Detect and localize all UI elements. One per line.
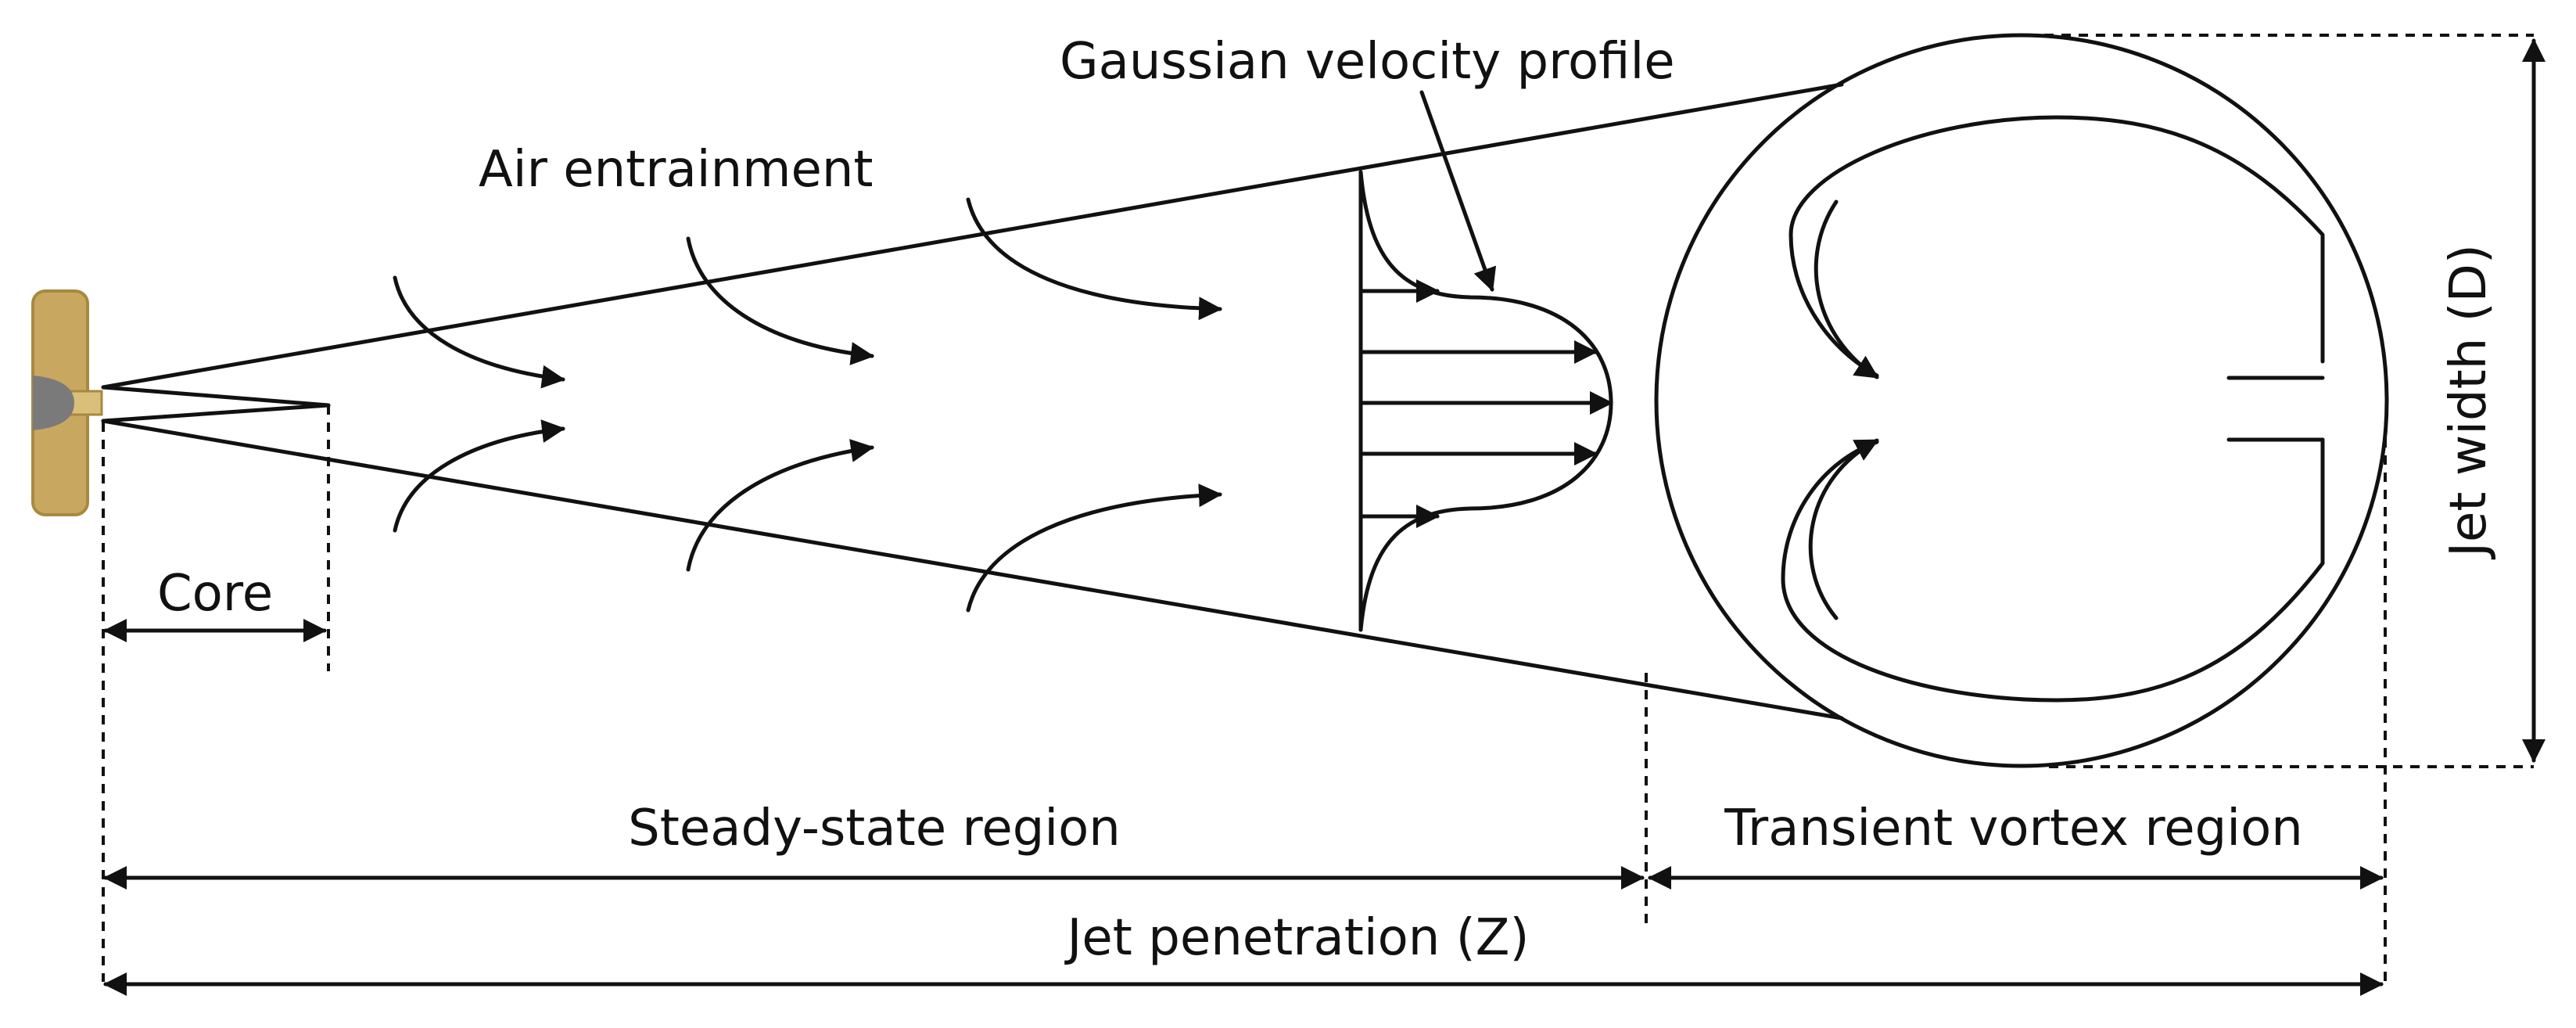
vortex-inner-loop-lower — [1781, 437, 2325, 703]
nozzle-orifice — [33, 376, 74, 430]
jet-width-label: Jet width (D) — [2440, 244, 2498, 560]
jet-penetration-label: Jet penetration (Z) — [1064, 909, 1530, 967]
vortex-head — [1654, 33, 2389, 768]
entrainment-arrow-upper-1 — [393, 275, 565, 389]
entrainment-arrow-upper-2 — [686, 236, 874, 365]
vortex-inner-loop — [1788, 115, 2325, 378]
jet-lower-boundary — [101, 419, 1844, 721]
gaussian-profile-label: Gaussian velocity profile — [1060, 33, 1675, 91]
jet-upper-boundary — [101, 82, 1844, 390]
steady-state-label: Steady-state region — [628, 800, 1121, 857]
entrainment-arrow-lower-2 — [686, 439, 874, 572]
air-entrainment-label: Air entrainment — [479, 141, 874, 199]
vortex-circulation-arrow-upper — [1814, 199, 1879, 379]
entrainment-arrow-lower-1 — [393, 419, 565, 533]
entrainment-arrow-lower-3 — [966, 483, 1222, 613]
liquid-core — [101, 385, 331, 423]
core-label: Core — [157, 565, 273, 623]
gaussian-velocity-profile — [1358, 170, 1613, 632]
nozzle — [31, 289, 103, 516]
transient-vortex-label: Transient vortex region — [1724, 800, 2303, 857]
vortex-circulation-arrow-lower — [1808, 438, 1879, 620]
vortex-outer-circle — [1654, 33, 2389, 768]
entrainment-arrow-upper-3 — [966, 197, 1222, 321]
gaussian-pointer-arrow — [1419, 90, 1497, 292]
